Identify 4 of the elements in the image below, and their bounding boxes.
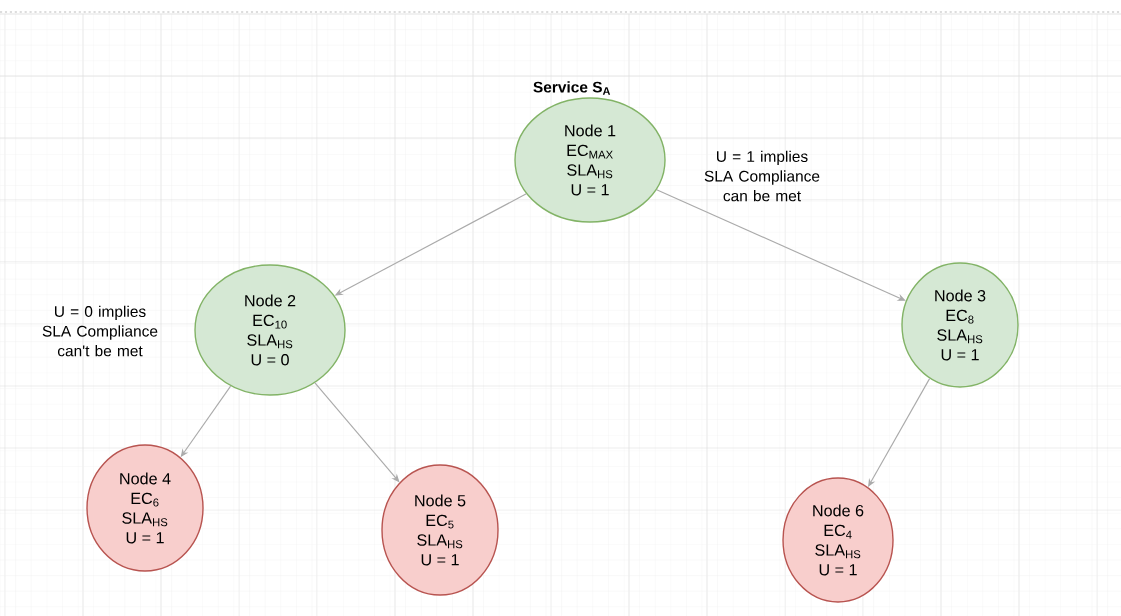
note-text: U = 0 implies SLA Compliance can't be met [42,305,158,357]
note-text: U = 1 implies SLA Compliance can be met [704,150,820,202]
title: Service S$_{A}$ [533,81,611,95]
arrow [656,189,906,301]
